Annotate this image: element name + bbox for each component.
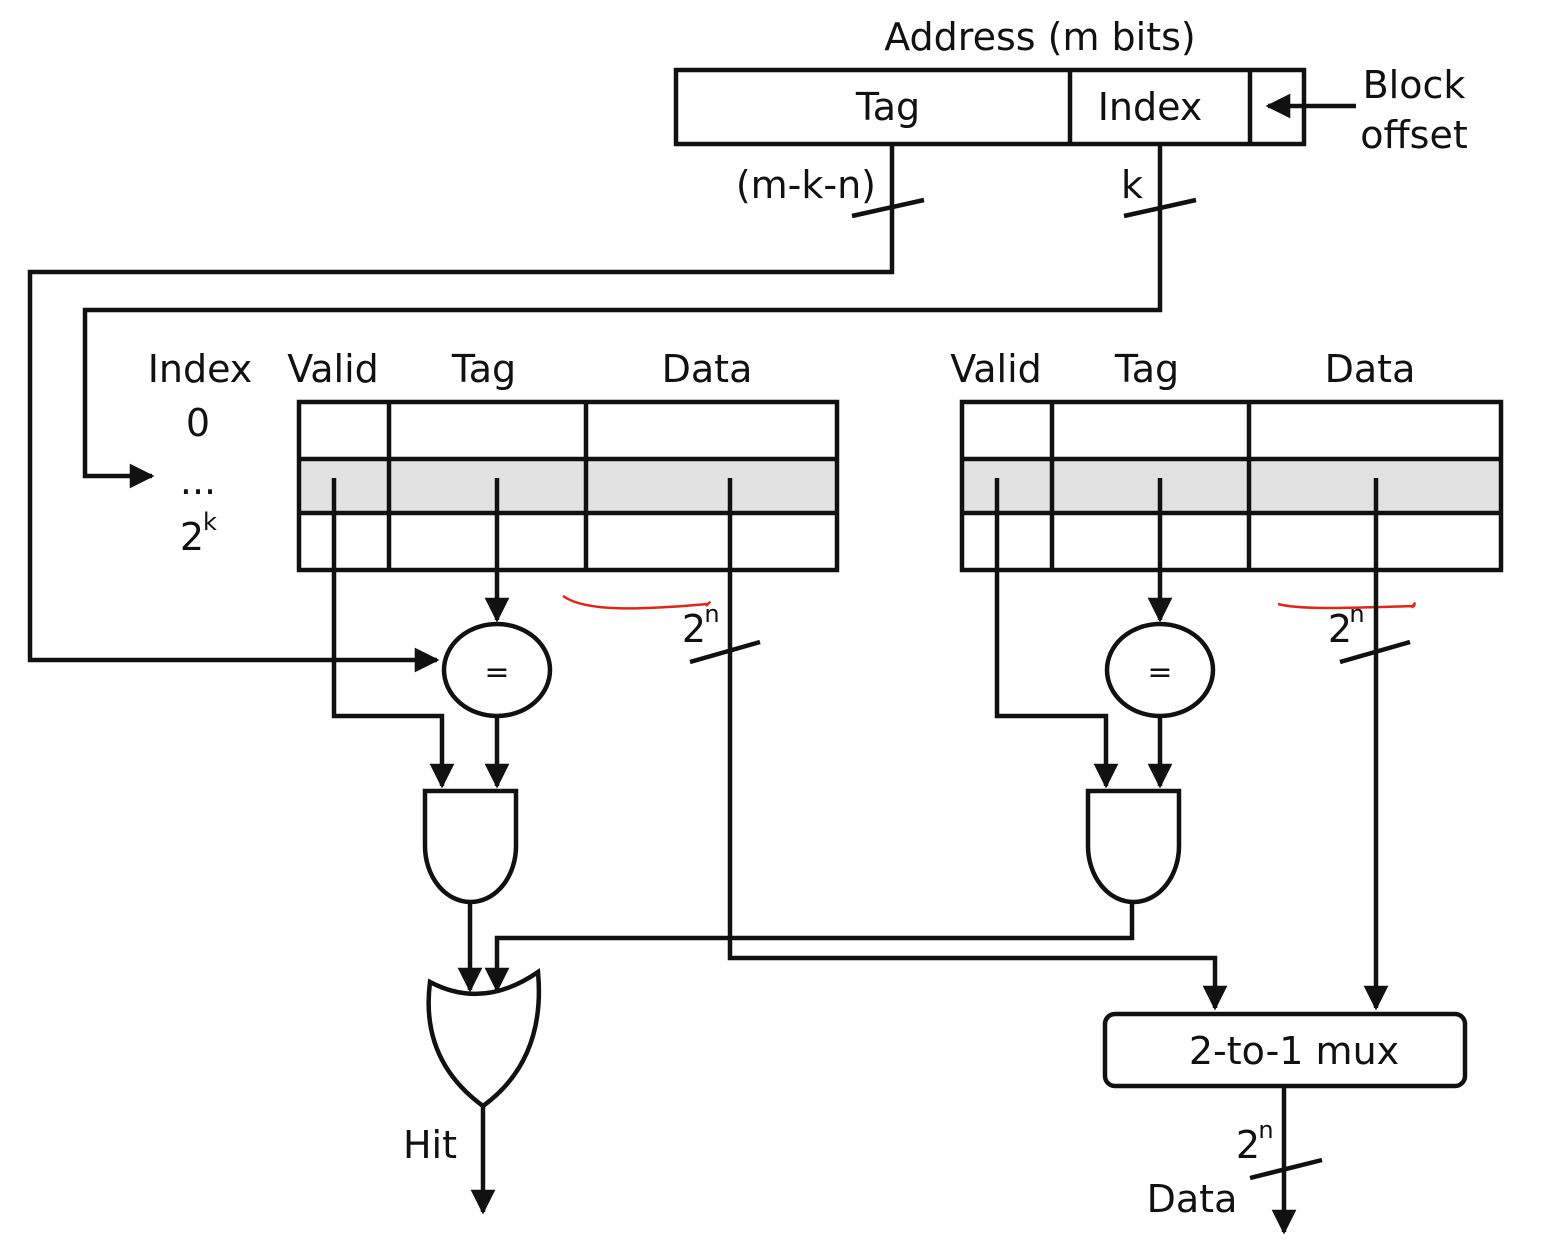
- tag-bus-slash: [851, 197, 925, 219]
- address-index-field: Index: [1098, 85, 1203, 129]
- way1-comparator-symbol: =: [1147, 655, 1172, 690]
- way0-and-gate: [422, 788, 519, 905]
- block-offset-label-line2: offset: [1360, 113, 1468, 157]
- way-1: Valid Tag Data = 2 n: [950, 347, 1504, 905]
- index-ellipsis: ...: [180, 459, 216, 503]
- way0-table: [296, 399, 840, 573]
- way1-selected-row: [962, 459, 1501, 513]
- way0-selected-row: [299, 459, 837, 513]
- way0-comparator-symbol: =: [484, 655, 509, 690]
- way-0: Valid Tag Data = 2 n: [287, 347, 840, 905]
- way0-data-slash: [689, 639, 761, 665]
- way1-red-underline: [1277, 602, 1416, 610]
- data-mux: 2-to-1 mux 2 n Data: [727, 478, 1468, 1235]
- index-bus-width-label: k: [1121, 163, 1143, 207]
- index-header: Index: [148, 347, 253, 391]
- way1-and-gate: [1085, 788, 1182, 905]
- tag-bus-width-label: (m-k-n): [736, 163, 876, 207]
- way0-data-header: Data: [662, 347, 753, 391]
- tag-bus-wire: [27, 144, 895, 673]
- block-offset-label-line1: Block: [1363, 63, 1466, 107]
- index-first: 0: [186, 401, 210, 445]
- hit-label: Hit: [403, 1123, 457, 1167]
- way0-tag-header: Tag: [451, 347, 516, 391]
- index-last-exponent: k: [203, 508, 217, 536]
- way1-data-header: Data: [1325, 347, 1416, 391]
- address-buses: (m-k-n) k: [27, 144, 1197, 673]
- index-bus-wire: [82, 144, 1163, 489]
- way1-data-width-exp: n: [1349, 600, 1364, 628]
- way0-red-underline: [562, 594, 711, 610]
- way0-valid-wire: [331, 478, 455, 789]
- address-title: Address (m bits): [884, 15, 1196, 59]
- address-register: Address (m bits) Tag Index Block offset: [673, 15, 1468, 157]
- way0-valid-header: Valid: [287, 347, 379, 391]
- way1-data-width-base: 2: [1328, 607, 1352, 651]
- output-data-slash: [1249, 1157, 1323, 1181]
- way1-valid-header: Valid: [950, 347, 1042, 391]
- way1-table: [959, 399, 1504, 573]
- index-last-base: 2: [180, 515, 204, 559]
- address-tag-field: Tag: [855, 85, 920, 129]
- output-data-width-base: 2: [1236, 1123, 1260, 1167]
- address-box: [673, 67, 1307, 147]
- way0-data-width-exp: n: [704, 600, 719, 628]
- output-data-label: Data: [1147, 1177, 1238, 1221]
- mux-label: 2-to-1 mux: [1189, 1029, 1399, 1073]
- way1-tag-header: Tag: [1114, 347, 1179, 391]
- output-data-width-exp: n: [1258, 1116, 1273, 1144]
- way1-and-out-wire: [484, 902, 1135, 993]
- way0-data-width-base: 2: [682, 607, 706, 651]
- index-column: Index 0 ... 2 k: [148, 347, 253, 559]
- way0-data-wire: [727, 478, 1228, 1011]
- hit-logic: Hit: [403, 902, 1135, 1215]
- or-gate: [426, 967, 542, 1109]
- way1-valid-wire: [994, 478, 1119, 789]
